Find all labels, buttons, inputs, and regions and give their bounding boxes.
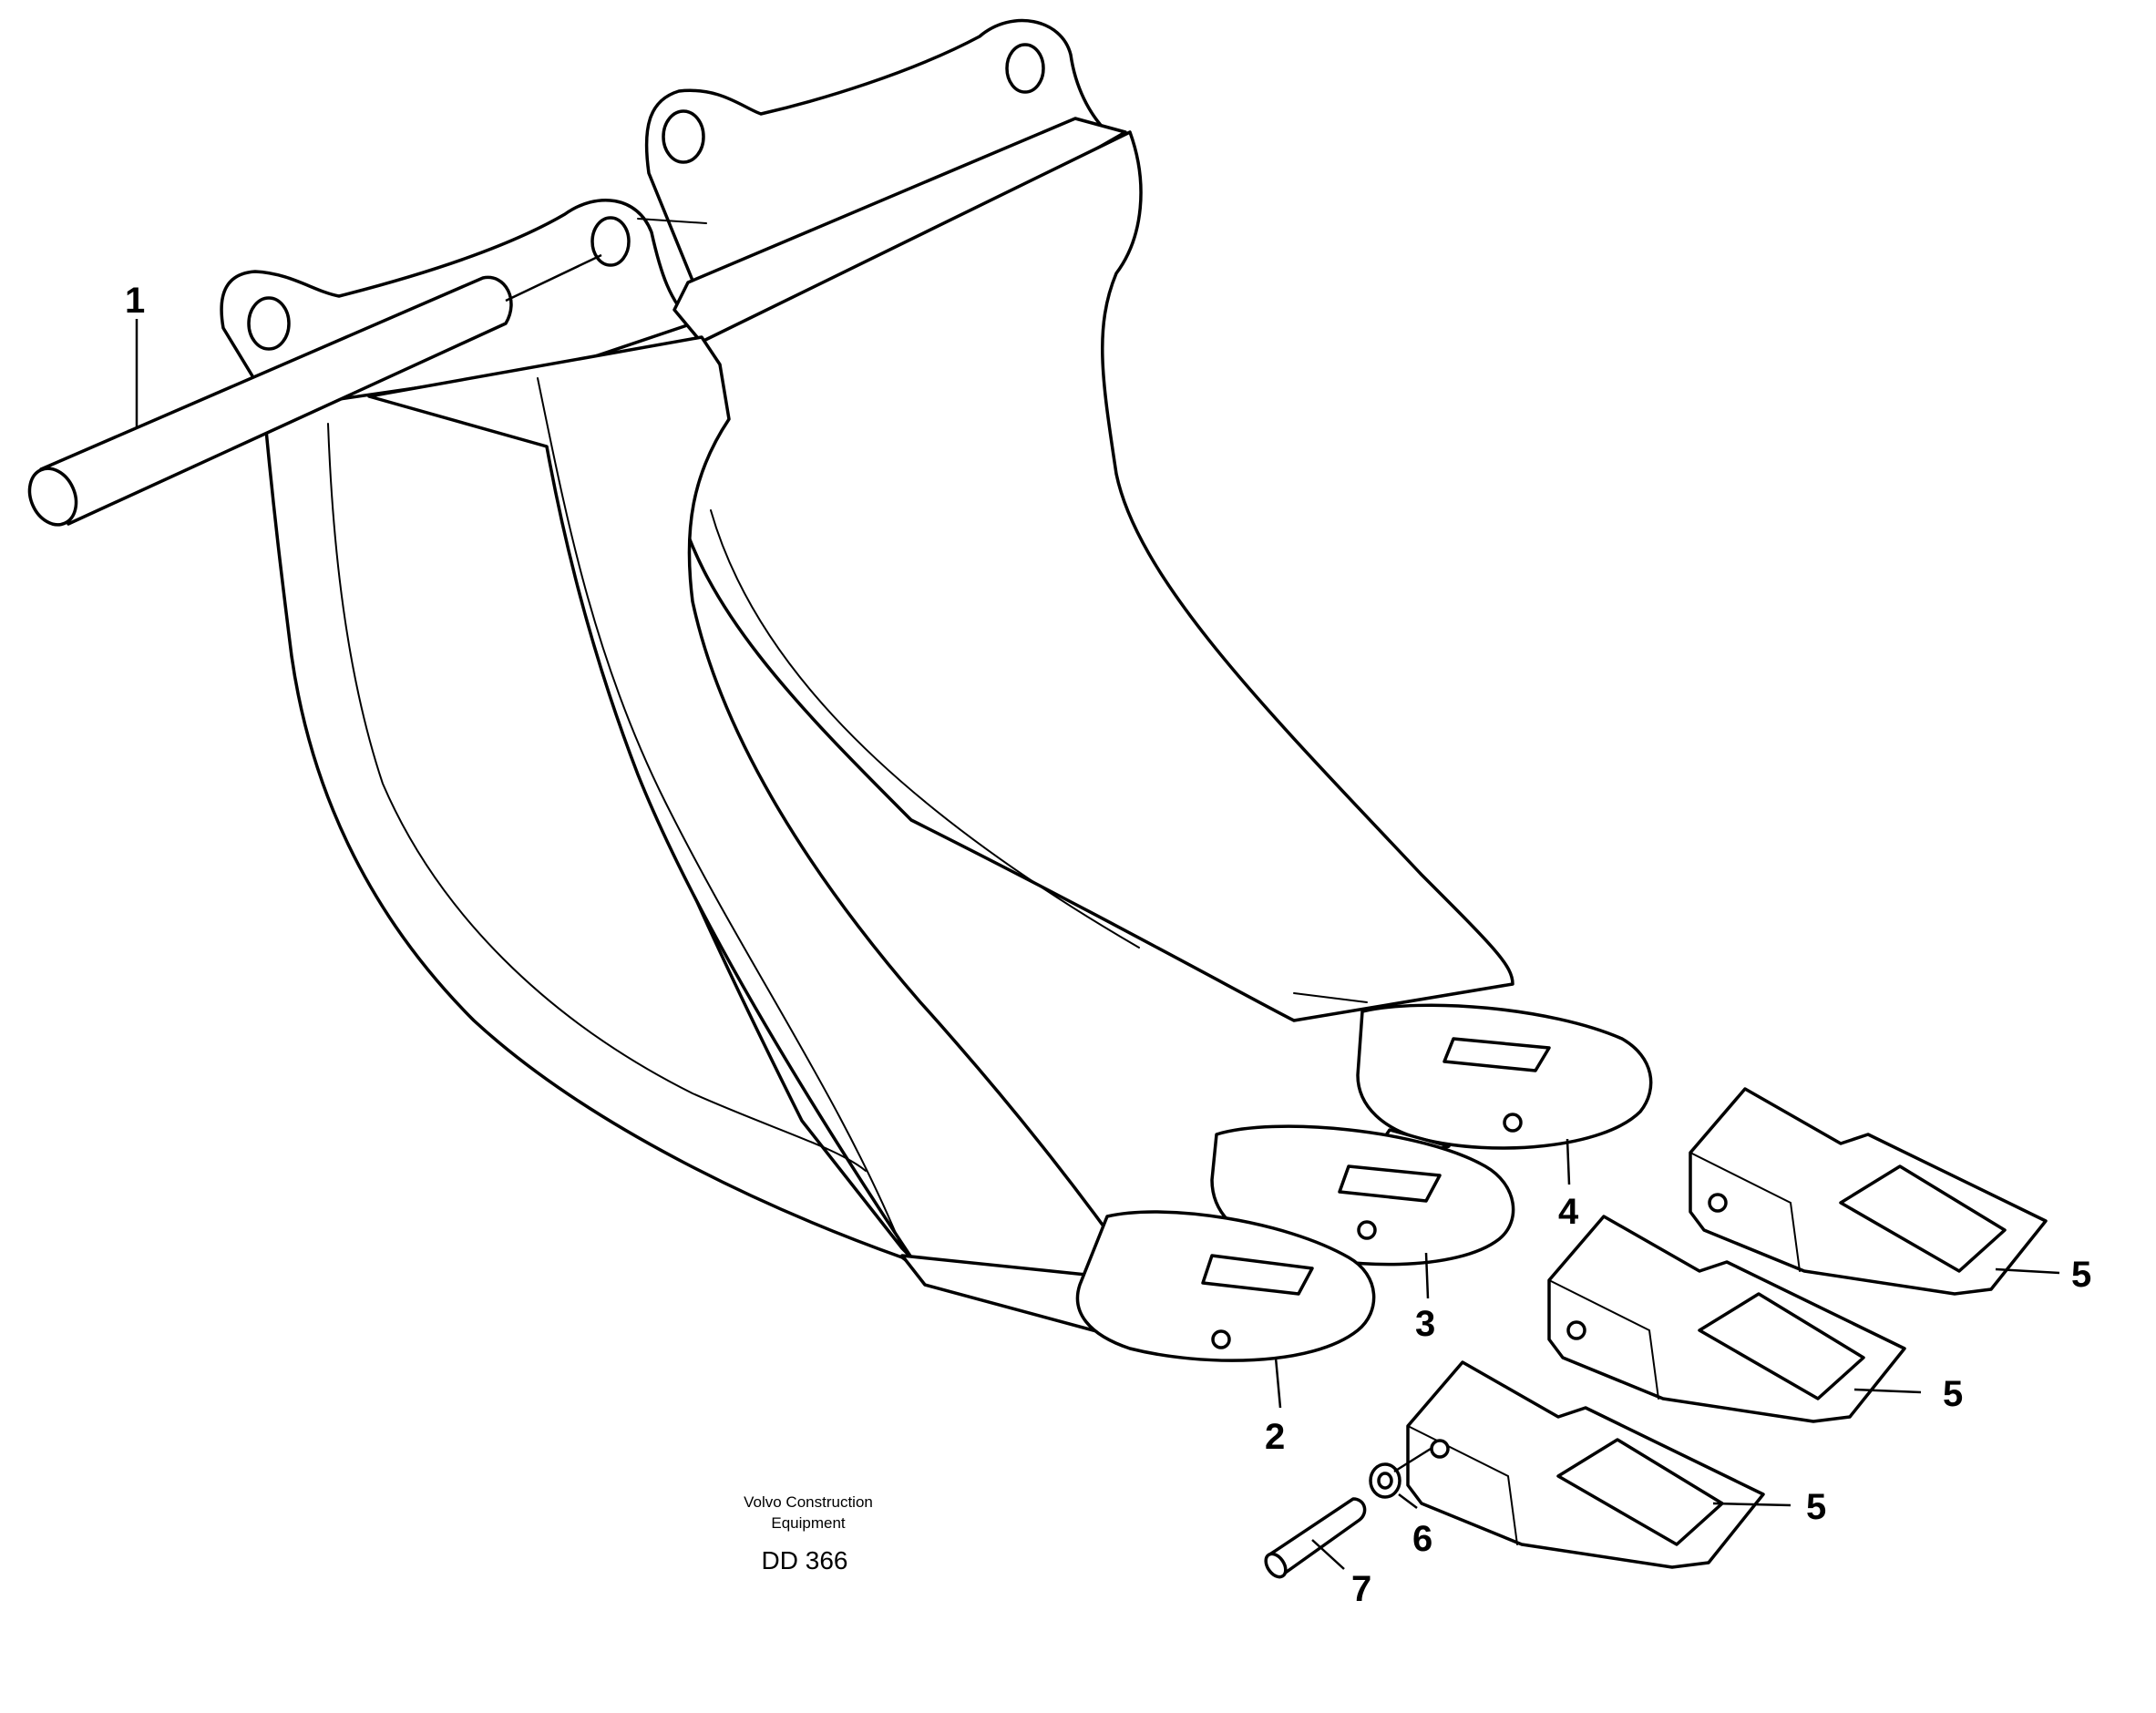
adapter-middle-slot — [1338, 1164, 1442, 1203]
adapter-rear — [1356, 1003, 1653, 1150]
leader-5-middle — [1853, 1388, 1922, 1394]
callout-lock-washer: 6 — [1412, 1519, 1432, 1559]
side-inner-line — [327, 423, 867, 1172]
tooth-middle — [1547, 1215, 1906, 1423]
leader-lines — [135, 319, 2060, 1570]
tooth-front-hole — [1430, 1439, 1450, 1459]
pin-axis-line — [505, 253, 602, 303]
front-inner-line — [537, 377, 903, 1249]
washer-axis-line — [1393, 1447, 1432, 1473]
adapter-front-slot — [1201, 1254, 1314, 1296]
tooth-front — [1406, 1360, 1765, 1569]
callout-tooth-front: 5 — [1806, 1487, 1826, 1527]
leader-3 — [1424, 1252, 1430, 1299]
bucket-back-plate — [672, 130, 1514, 1022]
leader-5-rear — [1995, 1267, 2060, 1275]
diagram-code: DD 366 — [762, 1546, 848, 1575]
rear-ear-hole-right — [1005, 43, 1045, 94]
tooth-rear-hole — [1708, 1193, 1728, 1213]
adapter-middle-hole — [1357, 1220, 1377, 1240]
callout-retaining-pin: 7 — [1351, 1569, 1371, 1609]
lock-washer-inner — [1377, 1472, 1393, 1490]
ear-connector-line — [637, 218, 707, 224]
pivot-pin-shaft — [39, 275, 513, 526]
front-ear-hole — [247, 296, 291, 351]
figure-caption: Volvo Construction Equipment DD 366 — [744, 1493, 873, 1575]
callout-numbers: 1 2 3 4 5 5 5 6 7 — [125, 281, 2091, 1609]
callout-adapter-rear: 4 — [1558, 1192, 1579, 1232]
back-inner-line — [1293, 992, 1368, 1003]
tooth-rear-face — [1839, 1164, 2007, 1273]
lock-washer — [1369, 1447, 1432, 1499]
callout-pin: 1 — [125, 281, 145, 321]
tooth-middle-hole — [1566, 1320, 1586, 1340]
leader-5-front — [1712, 1502, 1792, 1507]
pivot-pin-end — [27, 467, 78, 527]
rear-ear-hole — [662, 109, 705, 164]
rear-mounting-ear — [644, 18, 1123, 293]
adapter-front-hole — [1211, 1329, 1231, 1349]
retaining-pin — [1264, 1497, 1367, 1579]
tooth-middle-edge — [1548, 1279, 1659, 1400]
bucket-front-plate — [367, 335, 1145, 1314]
pivot-pin — [27, 253, 602, 527]
adapter-rear-slot — [1442, 1037, 1551, 1072]
leader-4 — [1566, 1138, 1571, 1185]
callout-adapter-front: 2 — [1265, 1417, 1285, 1457]
caption-company-line1: Volvo Construction — [744, 1493, 873, 1511]
tooth-rear — [1689, 1087, 2048, 1296]
back-inner-curve — [710, 509, 1140, 949]
retaining-pin-end — [1264, 1552, 1288, 1579]
leader-6 — [1398, 1493, 1418, 1509]
adapter-front — [1075, 1210, 1376, 1362]
adapter-middle — [1210, 1124, 1515, 1267]
front-ear-hole-right — [590, 216, 631, 267]
leader-7 — [1311, 1539, 1345, 1570]
callout-tooth-middle: 5 — [1943, 1374, 1963, 1414]
adapter-rear-hole — [1503, 1113, 1523, 1133]
caption-company-line2: Equipment — [771, 1514, 846, 1532]
tooth-middle-face — [1698, 1292, 1865, 1400]
leader-2 — [1274, 1357, 1282, 1409]
tooth-rear-edge — [1689, 1152, 1801, 1272]
callout-adapter-middle: 3 — [1415, 1304, 1435, 1344]
callout-tooth-rear: 5 — [2071, 1255, 2091, 1295]
retaining-pin-shaft — [1269, 1497, 1367, 1578]
